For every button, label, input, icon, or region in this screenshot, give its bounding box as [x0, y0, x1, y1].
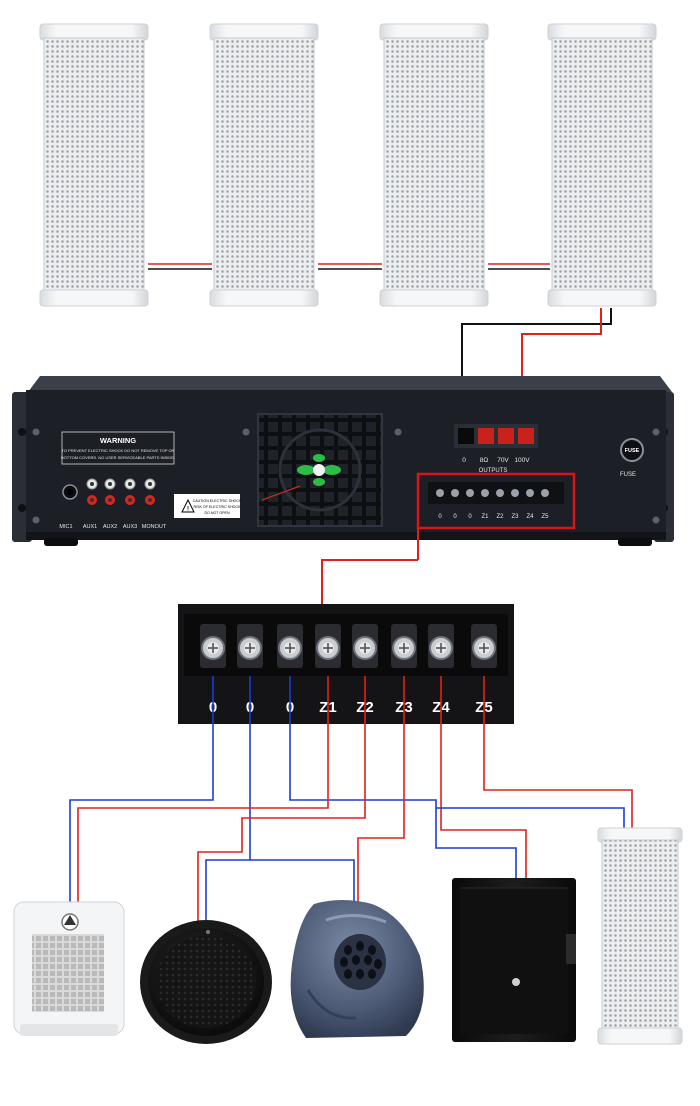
warning-label: WARNING TO PREVENT ELECTRIC SHOCK DO NOT… [61, 431, 175, 465]
tap-label-8ohm: 8Ω [480, 457, 489, 464]
zone-highlight-box [416, 472, 576, 530]
cooling-fan [257, 413, 383, 527]
input-label-mic1: MIC1 [59, 524, 72, 530]
caution-line1: CAUTION ELECTRIC SHOCK [193, 499, 242, 503]
warning-line1: TO PREVENT ELECTRIC SHOCK DO NOT REMOVE … [62, 448, 175, 453]
terminal-screw [391, 624, 417, 668]
amp-zone-labels: 0 0 0 Z1 Z2 Z3 Z4 Z5 [438, 514, 549, 520]
warning-line2: BOTTOM COVERS. NO USER SERVICEABLE PARTS… [61, 455, 175, 460]
amp-zone-label: 0 [468, 514, 472, 520]
input-label-monout: MONOUT [142, 524, 167, 530]
output-tap-labels: 0 8Ω 70V 100V OUTPUTS [462, 457, 530, 474]
terminal-screw [237, 624, 263, 668]
column-speaker-icon [547, 23, 657, 307]
amp-zone-label: 0 [438, 514, 442, 520]
amp-zone-label: 0 [453, 514, 457, 520]
amp-zone-label: Z3 [511, 514, 519, 520]
svg-text:!: ! [187, 507, 189, 513]
column-speaker-icon [379, 23, 489, 307]
amp-zone-label: Z1 [481, 514, 489, 520]
terminal-screw [277, 624, 303, 668]
amp-zone-label: Z4 [526, 514, 534, 520]
terminal-screw [315, 624, 341, 668]
amp-zone-terminals [428, 482, 564, 504]
input-label-aux3: AUX3 [123, 524, 137, 530]
wall-speaker-icon [13, 901, 125, 1036]
column-speaker-icon [209, 23, 319, 307]
tap-label-70v: 70V [497, 457, 509, 464]
terminal-screw [428, 624, 454, 668]
tap-label-0: 0 [462, 457, 466, 464]
terminal-screw [471, 624, 497, 668]
input-label-aux1: AUX1 [83, 524, 97, 530]
amp-zone-label: Z5 [541, 514, 549, 520]
terminal-block [178, 604, 514, 724]
terminal-screws [200, 624, 497, 668]
terminal-screw [200, 624, 226, 668]
caution-label: ! CAUTION ELECTRIC SHOCK RISK OF ELECTRI… [174, 494, 242, 518]
caution-line3: DO NOT OPEN [204, 511, 229, 515]
amp-zone-label: Z2 [496, 514, 504, 520]
zone-link-wire [321, 559, 418, 608]
input-jacks [62, 478, 156, 505]
fuse-holder: FUSE FUSE [620, 438, 644, 478]
ceiling-speaker-icon [140, 920, 272, 1044]
fuse-cap-text: FUSE [625, 448, 640, 454]
outputs-label: OUTPUTS [479, 468, 508, 474]
amplifier-rear-panel: WARNING TO PREVENT ELECTRIC SHOCK DO NOT… [12, 376, 674, 546]
column-speaker-icon [597, 827, 683, 1045]
caution-line2: RISK OF ELECTRIC SHOCK [194, 505, 242, 509]
series-wires [148, 263, 550, 270]
fuse-label: FUSE [620, 472, 636, 478]
box-speaker-icon [452, 878, 576, 1042]
column-speaker-icon [39, 23, 149, 307]
input-label-aux2: AUX2 [103, 524, 117, 530]
top-column-speakers [39, 23, 657, 307]
tap-label-100v: 100V [514, 457, 530, 464]
rock-speaker-icon [290, 900, 424, 1038]
warning-title: WARNING [100, 436, 136, 445]
zone-wires [69, 676, 633, 924]
terminal-screw [352, 624, 378, 668]
input-labels: MIC1 AUX1 AUX2 AUX3 MONOUT [59, 524, 166, 530]
output-terminals [454, 424, 538, 448]
